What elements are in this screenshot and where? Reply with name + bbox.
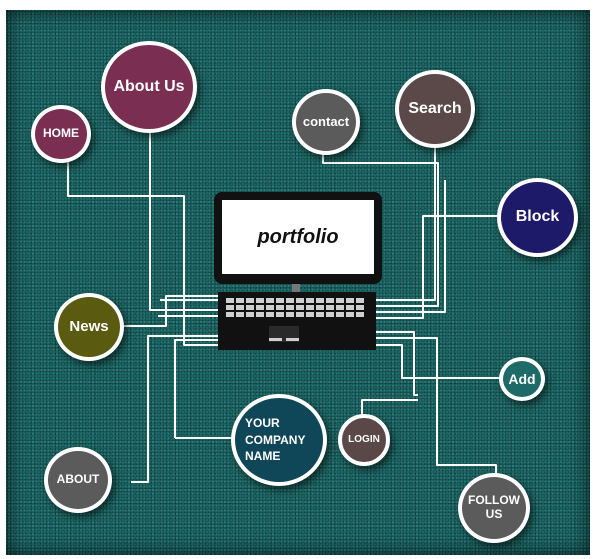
wire-home: [67, 160, 218, 346]
login-button[interactable]: LOGIN: [338, 414, 390, 466]
wire-search-2: [376, 180, 446, 313]
company-name-button[interactable]: YOUR COMPANY NAME: [231, 394, 327, 486]
touchpad-button: [269, 338, 282, 341]
news-label: News: [69, 318, 109, 336]
computer-monitor: portfolio: [214, 192, 382, 284]
wire-about-us: [149, 130, 218, 311]
touchpad-button: [286, 338, 299, 341]
contact-label: contact: [302, 113, 350, 129]
keyboard-keys: [226, 298, 368, 317]
wire-company: [174, 339, 232, 439]
wire-contact: [322, 152, 439, 307]
news-button[interactable]: News: [54, 293, 124, 361]
wire-login: [361, 399, 418, 415]
search-button[interactable]: Search: [395, 70, 475, 148]
monitor-screen: portfolio: [222, 200, 374, 274]
login-label: LOGIN: [348, 434, 380, 446]
follow-us-label: FOLLOW US: [468, 493, 520, 521]
home-button[interactable]: HOME: [31, 105, 91, 163]
about-us-button[interactable]: About Us: [101, 41, 197, 133]
about-label: ABOUT: [56, 472, 100, 487]
search-label: Search: [408, 99, 462, 117]
wire-block: [376, 215, 499, 319]
keyboard: [218, 292, 376, 350]
wire-top-bus: [158, 299, 218, 317]
wire-news: [122, 295, 218, 327]
monitor-stand: [292, 284, 300, 294]
block-label: Block: [515, 208, 560, 226]
contact-button[interactable]: contact: [292, 89, 360, 155]
home-label: HOME: [43, 126, 79, 141]
add-label: Add: [508, 370, 536, 387]
wire-add-2: [376, 331, 418, 396]
add-button[interactable]: Add: [499, 357, 545, 401]
wire-search: [376, 144, 436, 301]
company-name-label: YOUR COMPANY NAME: [245, 415, 306, 464]
wire-follow: [376, 337, 497, 478]
about-button[interactable]: ABOUT: [44, 447, 112, 513]
follow-us-button[interactable]: FOLLOW US: [458, 473, 530, 543]
block-button[interactable]: Block: [497, 178, 578, 257]
wire-about: [131, 335, 218, 483]
about-us-label: About Us: [113, 77, 185, 95]
wire-add: [376, 344, 501, 379]
